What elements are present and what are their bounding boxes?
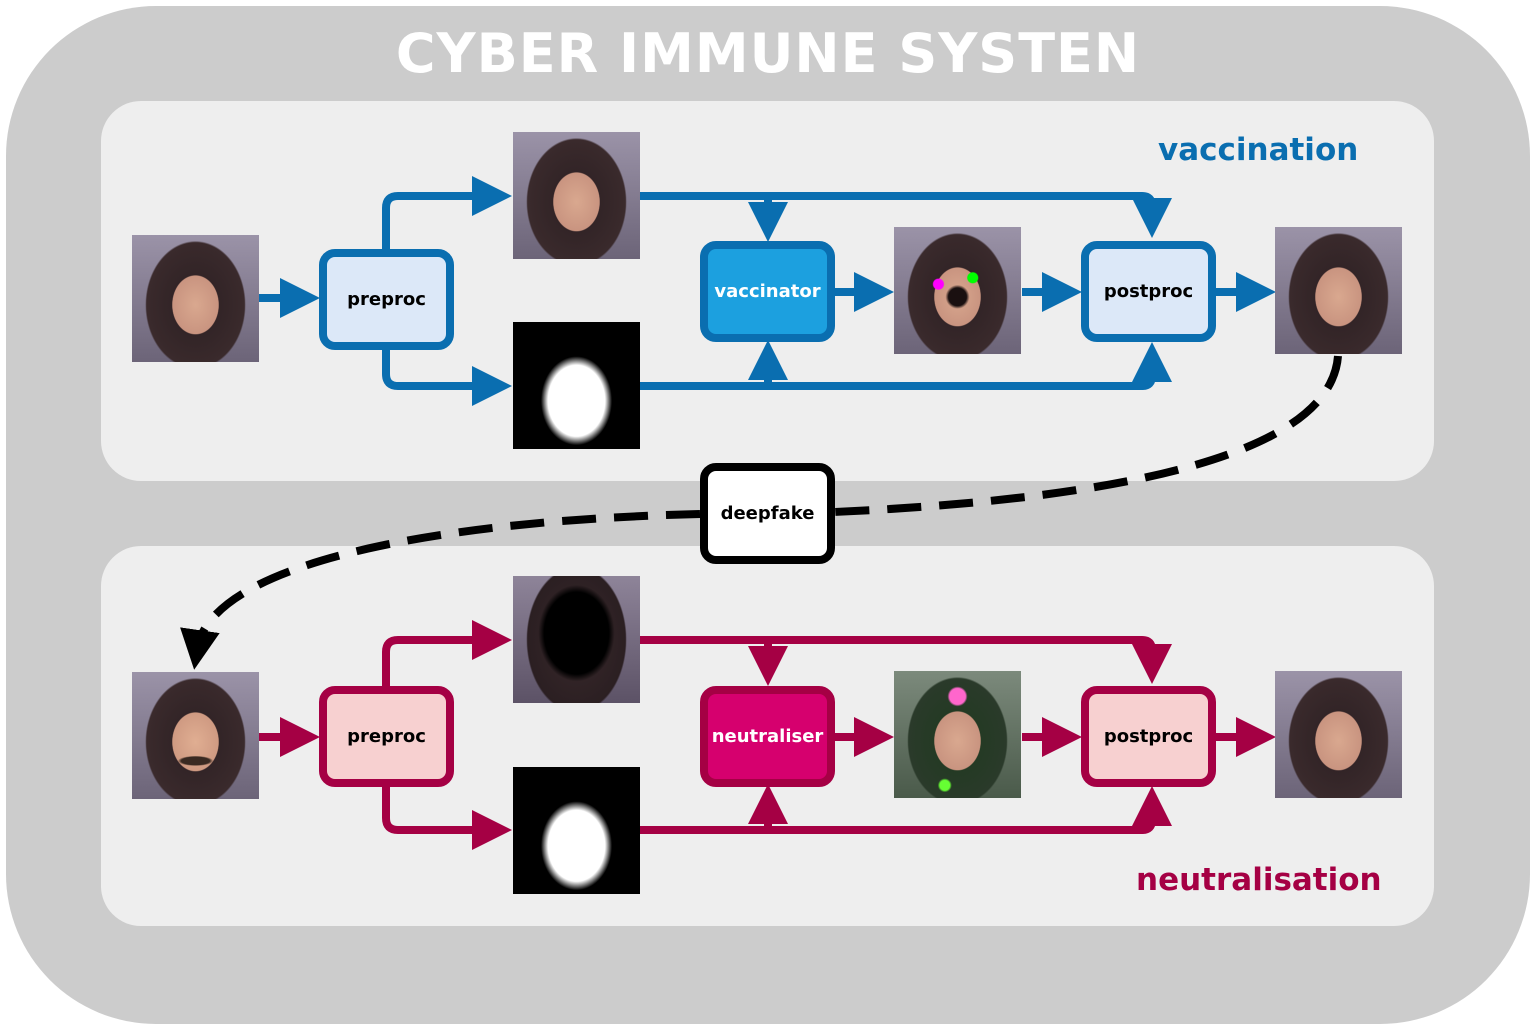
vaccination-postproc-node: postproc <box>1081 241 1216 342</box>
neutralisation-masked-face-image <box>513 576 640 703</box>
neutralisation-perturbation-image <box>894 671 1021 798</box>
vaccinator-node: vaccinator <box>700 241 835 342</box>
vaccination-perturbation-image <box>894 227 1021 354</box>
neutralisation-label: neutralisation <box>1136 862 1382 898</box>
neutralisation-face-mask-image <box>513 767 640 894</box>
arrow-preproc-to-mask <box>382 348 512 406</box>
vaccination-input-face-image <box>132 235 259 362</box>
neutralisation-preproc-node: preproc <box>319 686 454 787</box>
vaccination-face-mask-image <box>513 322 640 449</box>
vaccination-label: vaccination <box>1158 132 1359 168</box>
vaccination-preproc-node: preproc <box>319 249 454 350</box>
diagram-title: CYBER IMMUNE SYSTEN <box>395 22 1141 85</box>
neutralisation-postproc-node: postproc <box>1081 686 1216 787</box>
dashed-deepfake-to-input <box>180 510 701 670</box>
neutralisation-output-face-image <box>1275 671 1402 798</box>
dashed-output-to-deepfake <box>833 355 1342 516</box>
deepfake-connector <box>180 355 1342 670</box>
line-face-top <box>640 192 1172 238</box>
vaccination-connectors <box>259 176 1276 406</box>
line-mask-bottom <box>640 342 1172 390</box>
deepfake-node: deepfake <box>700 463 835 564</box>
neutralisation-connectors <box>259 620 1276 850</box>
vaccination-cropped-face-image <box>513 132 640 259</box>
neutraliser-node: neutraliser <box>700 686 835 787</box>
vaccination-output-face-image <box>1275 227 1402 354</box>
arrow-preproc-to-face <box>382 176 512 250</box>
neutralisation-deepfake-face-image <box>132 672 259 799</box>
